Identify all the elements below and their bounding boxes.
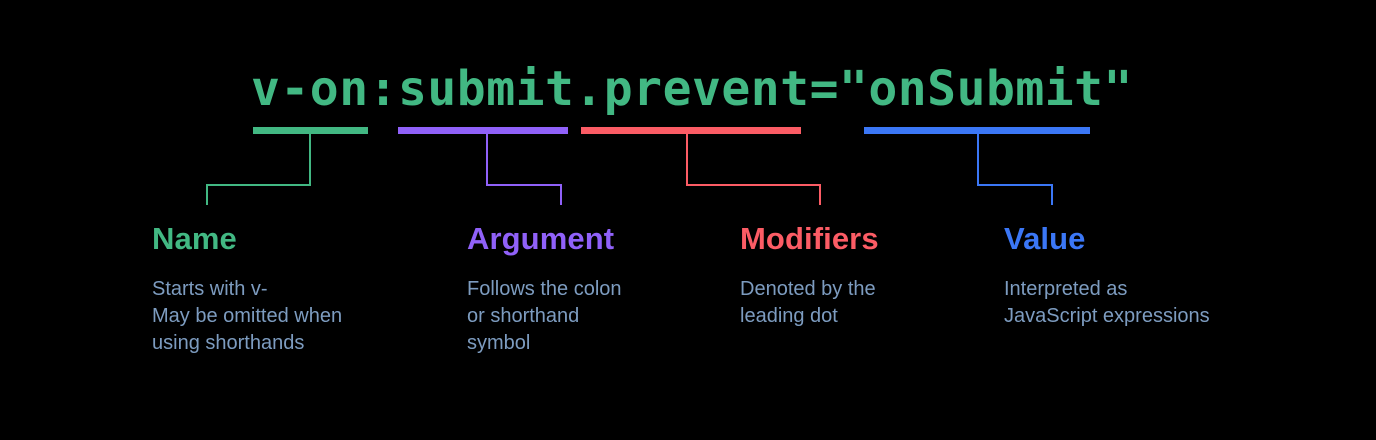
annotation-column-value: Value Interpreted as JavaScript expressi… bbox=[1004, 220, 1304, 330]
underline-bar-name bbox=[253, 127, 368, 134]
annotation-column-argument: Argument Follows the colon or shorthand … bbox=[467, 220, 717, 357]
annotation-title-argument: Argument bbox=[467, 221, 615, 256]
annotation-title-name: Name bbox=[152, 221, 237, 256]
annotation-description-value: Interpreted as JavaScript expressions bbox=[1004, 278, 1210, 327]
annotation-title-modifiers: Modifiers bbox=[740, 221, 879, 256]
annotation-description-modifiers: Denoted by the leading dot bbox=[740, 278, 876, 327]
underline-bar-argument bbox=[398, 127, 568, 134]
annotation-description-name: Starts with v- May be omitted when using… bbox=[152, 278, 343, 354]
underline-bar-value bbox=[864, 127, 1090, 134]
code-expression: v-on:submit.prevent="onSubmit" bbox=[251, 61, 1133, 117]
connector-argument bbox=[486, 134, 562, 205]
annotation-column-modifiers: Modifiers Denoted by the leading dot bbox=[740, 220, 985, 330]
underline-bar-modifiers bbox=[581, 127, 801, 134]
connector-value bbox=[977, 134, 1053, 205]
annotation-column-name: Name Starts with v- May be omitted when … bbox=[152, 220, 462, 357]
annotation-description-argument: Follows the colon or shorthand symbol bbox=[467, 278, 622, 354]
annotation-title-value: Value bbox=[1004, 221, 1086, 256]
connector-name bbox=[206, 134, 311, 205]
connector-modifiers bbox=[686, 134, 821, 205]
